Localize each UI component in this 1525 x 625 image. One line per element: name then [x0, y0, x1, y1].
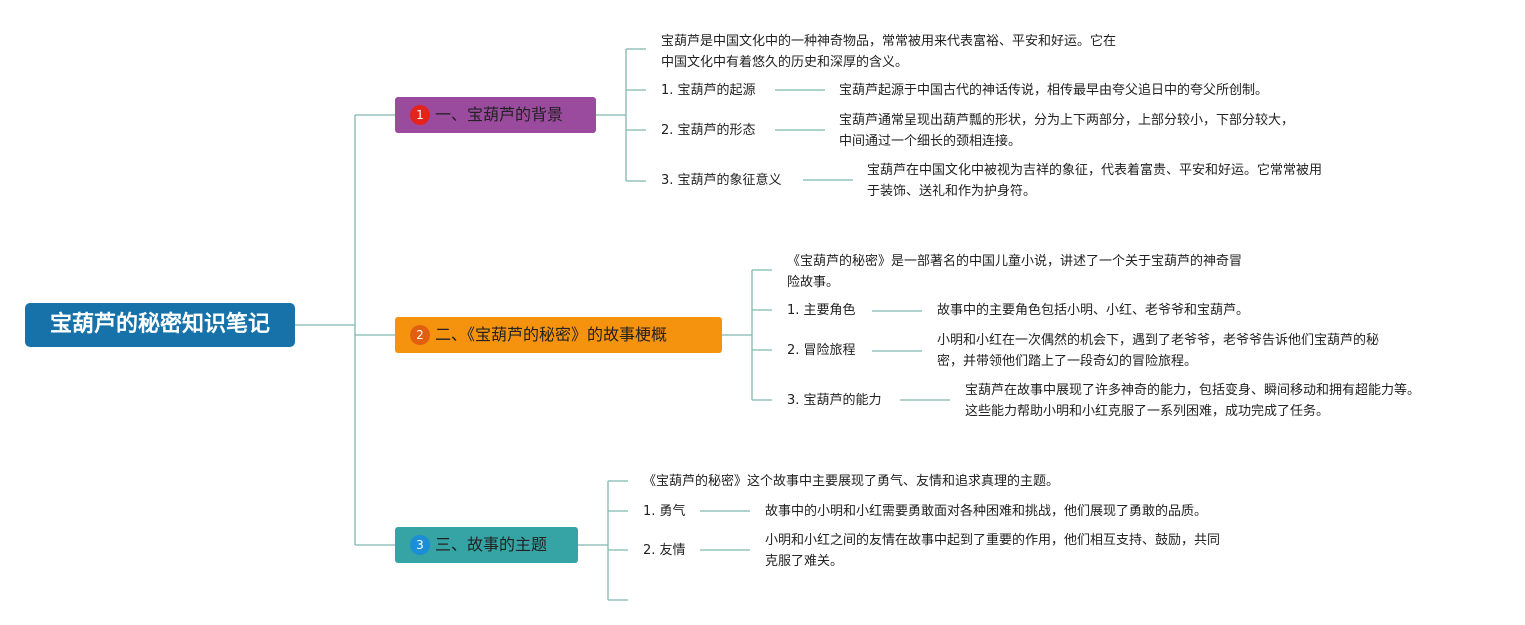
root-topic[interactable]: 宝葫芦的秘密知识笔记 — [25, 303, 295, 347]
subtopic-label[interactable]: 1. 主要角色 — [787, 303, 856, 318]
intro-line: 《宝葫芦的秘密》这个故事中主要展现了勇气、友情和追求真理的主题。 — [643, 474, 1060, 489]
subtopic-label[interactable]: 1. 宝葫芦的起源 — [661, 83, 756, 98]
desc-line: 宝葫芦在故事中展现了许多神奇的能力，包括变身、瞬间移动和拥有超能力等。 — [965, 383, 1421, 398]
subtopic-desc: 宝葫芦起源于中国古代的神话传说，相传最早由夸父追日中的夸父所创制。 — [839, 80, 1268, 101]
branch-title: 一、宝葫芦的背景 — [435, 105, 564, 124]
branch-story-summary[interactable]: 2 二、《宝葫芦的秘密》的故事梗概 — [395, 317, 722, 353]
subtopic-label[interactable]: 3. 宝葫芦的象征意义 — [661, 173, 782, 188]
subtopic-label[interactable]: 1. 勇气 — [643, 504, 686, 519]
desc-line: 这些能力帮助小明和小红克服了一系列困难，成功完成了任务。 — [965, 404, 1330, 419]
desc-line: 小明和小红在一次偶然的机会下，遇到了老爷爷，老爷爷告诉他们宝葫芦的秘 — [937, 333, 1380, 348]
desc-line: 故事中的主要角色包括小明、小红、老爷爷和宝葫芦。 — [937, 303, 1250, 318]
branch-intro: 宝葫芦是中国文化中的一种神奇物品，常常被用来代表富裕、平安和好运。它在 中国文化… — [661, 31, 1116, 73]
branch-intro: 《宝葫芦的秘密》是一部著名的中国儿童小说，讲述了一个关于宝葫芦的神奇冒 险故事。 — [787, 251, 1242, 293]
subtopic-desc: 小明和小红在一次偶然的机会下，遇到了老爷爷，老爷爷告诉他们宝葫芦的秘 密，并带领… — [937, 330, 1379, 372]
branch-intro: 《宝葫芦的秘密》这个故事中主要展现了勇气、友情和追求真理的主题。 — [643, 471, 1059, 492]
desc-line: 故事中的小明和小红需要勇敢面对各种困难和挑战，他们展现了勇敢的品质。 — [765, 504, 1208, 519]
desc-line: 密，并带领他们踏上了一段奇幻的冒险旅程。 — [937, 354, 1198, 369]
desc-line: 中间通过一个细长的颈相连接。 — [839, 134, 1022, 149]
subtopic-desc: 宝葫芦在中国文化中被视为吉祥的象征，代表着富贵、平安和好运。它常常被用 于装饰、… — [867, 160, 1322, 202]
number-badge-3: 3 — [410, 535, 430, 555]
subtopic-desc: 宝葫芦在故事中展现了许多神奇的能力，包括变身、瞬间移动和拥有超能力等。 这些能力… — [965, 380, 1420, 422]
subtopic-label[interactable]: 3. 宝葫芦的能力 — [787, 393, 882, 408]
desc-line: 宝葫芦起源于中国古代的神话传说，相传最早由夸父追日中的夸父所创制。 — [839, 83, 1269, 98]
desc-line: 克服了难关。 — [765, 554, 844, 569]
subtopic-desc: 小明和小红之间的友情在故事中起到了重要的作用，他们相互支持、鼓励，共同 克服了难… — [765, 530, 1220, 572]
branch-story-theme[interactable]: 3 三、故事的主题 — [395, 527, 578, 563]
number-badge-1: 1 — [410, 105, 430, 125]
desc-line: 于装饰、送礼和作为护身符。 — [867, 184, 1037, 199]
subtopic-desc: 宝葫芦通常呈现出葫芦瓢的形状，分为上下两部分，上部分较小，下部分较大， 中间通过… — [839, 110, 1294, 152]
number-badge-2: 2 — [410, 325, 430, 345]
branch-background[interactable]: 1 一、宝葫芦的背景 — [395, 97, 596, 133]
intro-line: 中国文化中有着悠久的历史和深厚的含义。 — [661, 55, 909, 70]
subtopic-label[interactable]: 2. 冒险旅程 — [787, 343, 856, 358]
branch-title: 二、《宝葫芦的秘密》的故事梗概 — [435, 325, 668, 344]
subtopic-label[interactable]: 2. 宝葫芦的形态 — [661, 123, 756, 138]
intro-line: 险故事。 — [787, 275, 840, 290]
subtopic-desc: 故事中的小明和小红需要勇敢面对各种困难和挑战，他们展现了勇敢的品质。 — [765, 501, 1207, 522]
desc-line: 宝葫芦在中国文化中被视为吉祥的象征，代表着富贵、平安和好运。它常常被用 — [867, 163, 1323, 178]
branch-title: 三、故事的主题 — [435, 535, 548, 554]
subtopic-desc: 故事中的主要角色包括小明、小红、老爷爷和宝葫芦。 — [937, 300, 1249, 321]
desc-line: 小明和小红之间的友情在故事中起到了重要的作用，他们相互支持、鼓励，共同 — [765, 533, 1221, 548]
desc-line: 宝葫芦通常呈现出葫芦瓢的形状，分为上下两部分，上部分较小，下部分较大， — [839, 113, 1295, 128]
intro-line: 宝葫芦是中国文化中的一种神奇物品，常常被用来代表富裕、平安和好运。它在 — [661, 34, 1117, 49]
subtopic-label[interactable]: 2. 友情 — [643, 543, 686, 558]
intro-line: 《宝葫芦的秘密》是一部著名的中国儿童小说，讲述了一个关于宝葫芦的神奇冒 — [787, 254, 1243, 269]
